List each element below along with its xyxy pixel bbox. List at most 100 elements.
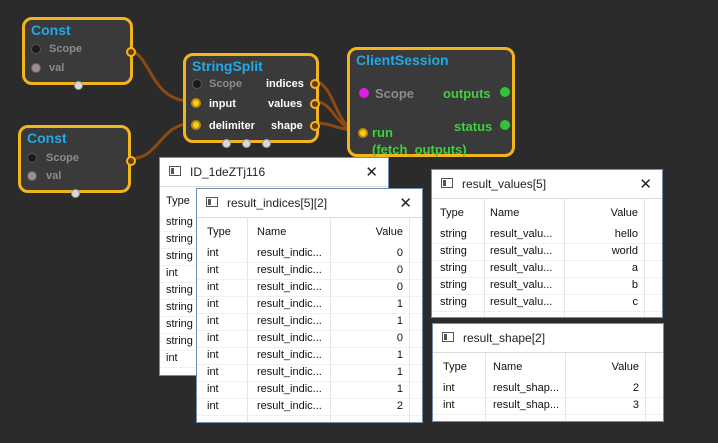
input-port-icon[interactable]: [191, 98, 201, 108]
close-icon[interactable]: ✕: [399, 194, 412, 212]
cell-value: 0: [331, 245, 409, 262]
window-titlebar[interactable]: result_values[5] ✕: [432, 170, 662, 199]
table-row[interactable]: stringresult_valu...b: [432, 277, 662, 295]
result-window-indices[interactable]: result_indices[5][2] ✕ Type Name Value i…: [196, 188, 423, 423]
port-label-val: val: [49, 62, 64, 74]
header-name[interactable]: Name: [487, 356, 565, 378]
table-header: Type Name Value: [197, 221, 422, 243]
result-window-shape[interactable]: result_shape[2] Type Name Value intresul…: [432, 323, 664, 422]
resize-handle-icon[interactable]: [242, 139, 251, 148]
result-window-values[interactable]: result_values[5] ✕ Type Name Value strin…: [431, 169, 663, 318]
table-row[interactable]: intresult_indic...0: [197, 330, 422, 348]
cell-name: result_indic...: [251, 347, 329, 364]
window-titlebar[interactable]: result_indices[5][2] ✕: [197, 189, 422, 218]
cell-type: int: [201, 262, 247, 279]
table-row[interactable]: stringresult_valu...a: [432, 260, 662, 278]
cell-type: int: [437, 397, 485, 414]
port-label-status: status: [454, 119, 492, 134]
indices-port-icon[interactable]: [310, 79, 320, 89]
close-icon[interactable]: ✕: [639, 175, 652, 193]
header-type[interactable]: Type: [434, 202, 484, 224]
table-row[interactable]: intresult_indic...0: [197, 262, 422, 280]
result-table: Type Name Value intresult_indic...0intre…: [197, 217, 422, 422]
cell-value: 3: [565, 397, 645, 414]
table-row[interactable]: intresult_indic...0: [197, 279, 422, 297]
cell-name: result_indic...: [251, 398, 329, 415]
cell-value: 1: [331, 381, 409, 398]
cell-name: result_indic...: [251, 279, 329, 296]
table-row[interactable]: intresult_indic...1: [197, 364, 422, 382]
resize-handle-icon[interactable]: [74, 81, 83, 90]
cell-value: 1: [331, 364, 409, 381]
cell-name: result_indic...: [251, 262, 329, 279]
shape-port-icon[interactable]: [310, 121, 320, 131]
cell-name: result_valu...: [484, 294, 564, 311]
node-title: Const: [27, 130, 67, 146]
window-title: result_shape[2]: [463, 331, 545, 345]
table-row[interactable]: intresult_indic...1: [197, 381, 422, 399]
port-label-delimiter: delimiter: [209, 120, 255, 132]
header-type[interactable]: Type: [160, 190, 200, 212]
val-port-icon[interactable]: [27, 171, 37, 181]
cell-value: 0: [331, 279, 409, 296]
cell-type: string: [160, 333, 200, 350]
scope-port-icon[interactable]: [27, 153, 37, 163]
const-node-1[interactable]: Const Scope val: [22, 17, 133, 85]
header-value[interactable]: Value: [565, 356, 645, 378]
table-row[interactable]: stringresult_valu...hello: [432, 226, 662, 244]
values-port-icon[interactable]: [310, 99, 320, 109]
resize-handle-icon[interactable]: [222, 139, 231, 148]
cell-value: 1: [331, 296, 409, 313]
cell-type: int: [201, 364, 247, 381]
delimiter-port-icon[interactable]: [191, 120, 201, 130]
cell-type: string: [160, 231, 200, 248]
port-label-values: values: [268, 98, 302, 110]
table-row[interactable]: intresult_indic...1: [197, 347, 422, 365]
table-row[interactable]: intresult_indic...1: [197, 313, 422, 331]
close-icon[interactable]: ✕: [365, 163, 378, 181]
table-icon: [169, 166, 181, 176]
cell-name: result_shap...: [487, 380, 565, 397]
header-value[interactable]: Value: [331, 221, 409, 243]
port-label-input: input: [209, 98, 236, 110]
table-row[interactable]: intresult_indic...1: [197, 296, 422, 314]
cell-value: 1: [331, 347, 409, 364]
clientsession-node[interactable]: ClientSession Scope run (fetch_outputs) …: [347, 47, 515, 157]
header-value[interactable]: Value: [564, 202, 644, 224]
resize-handle-icon[interactable]: [262, 139, 271, 148]
window-titlebar[interactable]: result_shape[2]: [433, 324, 663, 353]
scope-port-icon[interactable]: [31, 44, 41, 54]
cell-name: result_indic...: [251, 381, 329, 398]
run-port-icon[interactable]: [358, 128, 368, 138]
port-label-shape: shape: [271, 120, 303, 132]
window-titlebar[interactable]: ID_1deZTj116 ✕: [160, 158, 388, 187]
const-node-2[interactable]: Const Scope val: [18, 125, 131, 193]
cell-type: int: [201, 330, 247, 347]
header-type[interactable]: Type: [201, 221, 247, 243]
header-name[interactable]: Name: [484, 202, 564, 224]
outputs-port-icon[interactable]: [500, 87, 510, 97]
table-row[interactable]: intresult_shap...3: [433, 397, 663, 415]
output-port-icon[interactable]: [126, 156, 136, 166]
cell-name: result_valu...: [484, 243, 564, 260]
cell-name: result_valu...: [484, 260, 564, 277]
header-name[interactable]: Name: [251, 221, 329, 243]
table-row[interactable]: stringresult_valu...world: [432, 243, 662, 261]
table-row[interactable]: intresult_shap...2: [433, 380, 663, 398]
cell-name: result_valu...: [484, 277, 564, 294]
header-type[interactable]: Type: [437, 356, 485, 378]
window-title: result_values[5]: [462, 177, 546, 191]
port-label-run: run: [372, 125, 393, 140]
table-row[interactable]: intresult_indic...2: [197, 398, 422, 416]
scope-port-icon[interactable]: [192, 79, 202, 89]
status-port-icon[interactable]: [500, 120, 510, 130]
table-row[interactable]: intresult_indic...0: [197, 245, 422, 263]
table-row[interactable]: stringresult_valu...c: [432, 294, 662, 312]
resize-handle-icon[interactable]: [71, 189, 80, 198]
cell-type: string: [434, 294, 484, 311]
stringsplit-node[interactable]: StringSplit Scope input delimiter indice…: [183, 53, 319, 143]
cell-type: string: [434, 226, 484, 243]
output-port-icon[interactable]: [126, 47, 136, 57]
scope-port-icon[interactable]: [359, 88, 369, 98]
val-port-icon[interactable]: [31, 63, 41, 73]
